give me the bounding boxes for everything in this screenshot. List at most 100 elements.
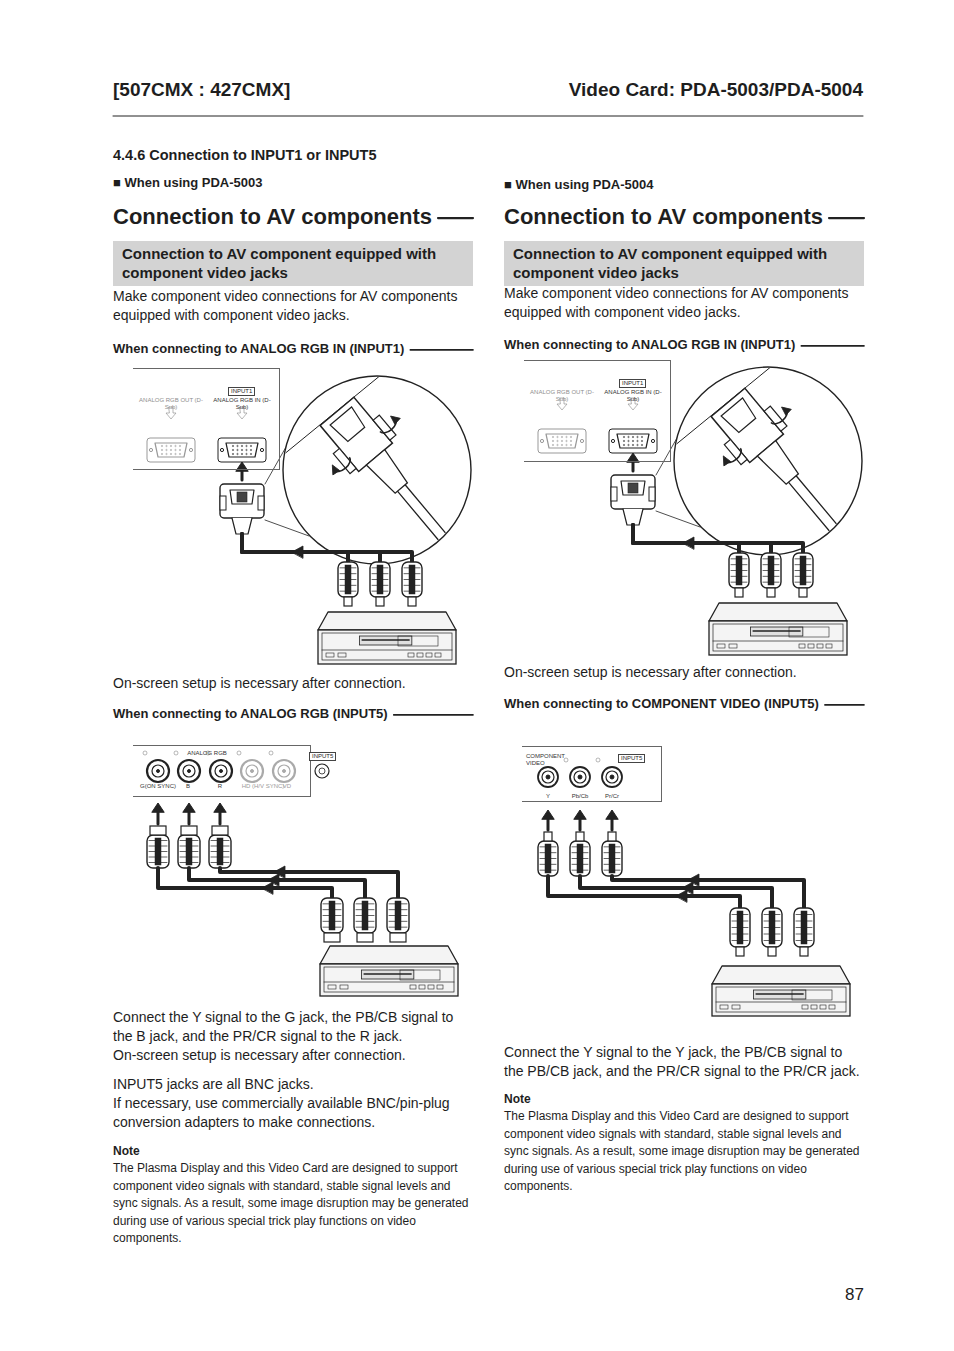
dsub-pin (232, 453, 233, 454)
vcr-button (799, 644, 805, 648)
dsub-pin (246, 449, 247, 450)
jack-panel: ANALOG RGB OUT (D-Sub)ANALOG RGB IN (D-S… (133, 368, 280, 470)
dsub-screw (220, 496, 226, 510)
heading-text: When connecting to COMPONENT VIDEO (INPU… (504, 695, 819, 713)
dsub-port (609, 429, 657, 453)
bnc-jack-inner (152, 765, 164, 777)
dsub-pin (166, 453, 167, 454)
cable (633, 525, 803, 553)
rca-tip (576, 832, 584, 841)
plug-stripe (800, 556, 806, 585)
vcr-button (328, 985, 336, 989)
dsub-boot (232, 518, 252, 534)
dsub-screw (611, 439, 614, 442)
dsub-pin (250, 453, 251, 454)
rca-plug (338, 562, 358, 597)
dsub-plug-shell (230, 490, 254, 504)
vcr-bezel (324, 967, 454, 992)
jack-label: R (209, 783, 231, 790)
heading-rule (829, 217, 864, 219)
dsub-pin (246, 445, 247, 446)
body-text: On-screen setup is necessary after conne… (113, 674, 473, 693)
body-text: Make component video connections for AV … (504, 284, 864, 322)
bnc-plug (387, 898, 409, 933)
dsub-pin (246, 453, 247, 454)
vcr-button (829, 1005, 835, 1009)
bnc-collar (150, 826, 166, 835)
cable-arrow (268, 874, 279, 886)
dsub-pin (161, 453, 162, 454)
dsub-screw (260, 448, 263, 451)
vcr-bezel (716, 987, 846, 1012)
cable (242, 534, 412, 562)
bnc-jack (210, 760, 232, 782)
vcr-strip (713, 641, 843, 642)
dsub-pin (628, 444, 629, 445)
rca-tip (608, 832, 616, 841)
bnc-plug (147, 835, 169, 868)
rca-plug (570, 841, 590, 876)
body-text: On-screen setup is necessary after conne… (504, 663, 864, 682)
jack-label: G(ON SYNC) (133, 783, 183, 790)
cable-arrow (274, 866, 285, 878)
vcr-button (826, 644, 832, 648)
rca-jack (602, 767, 622, 787)
plug-stripe (362, 901, 368, 930)
plug-stripe (329, 901, 335, 930)
small-jack-inner (319, 768, 325, 774)
rca-tip (735, 588, 743, 597)
heading-text: ■ When using PDA-5004 (504, 176, 653, 194)
panel-screw (596, 758, 600, 762)
vcr-slot-line (753, 630, 800, 632)
rca-plug (730, 908, 750, 947)
dsub-plug-shell (621, 481, 645, 495)
input-tag: INPUT5 (618, 754, 645, 763)
dsub-pin (566, 444, 567, 445)
vcr-strip (324, 982, 454, 983)
input-name: INPUT5 (312, 753, 333, 760)
vcr-display (789, 627, 829, 637)
cable (220, 868, 398, 898)
vcr-button (408, 653, 414, 657)
dsub-shell (546, 434, 578, 448)
vcr-button (428, 985, 434, 989)
magnifier (283, 376, 471, 564)
vcr-button (811, 1005, 817, 1009)
jack-label: ANALOG RGB IN (D-Sub) (601, 389, 665, 403)
bnc-collar (324, 933, 340, 942)
vcr-top (712, 966, 850, 984)
panel-screw (143, 751, 147, 755)
vcr-button (437, 985, 443, 989)
jack-label: Pr/Cr (598, 793, 626, 800)
rca-tip (767, 588, 775, 597)
plug-stripe (377, 565, 383, 594)
vcr-button (820, 1005, 826, 1009)
plug-stripe (155, 838, 161, 865)
dsub-screw (649, 487, 655, 501)
rca-tip (376, 597, 384, 606)
body-text: Connect the Y signal to the G jack, the … (113, 1008, 473, 1046)
bnc-plug (209, 835, 231, 868)
heading-rule (825, 704, 864, 706)
vcr-slot-line (756, 993, 803, 995)
bnc-pin (220, 770, 223, 773)
vcr-front (318, 630, 456, 664)
dsub-pin (237, 449, 238, 450)
bnc-plug (321, 898, 343, 933)
plug-stripe (395, 901, 401, 930)
dsub-pin (557, 440, 558, 441)
dsub-port (538, 429, 586, 453)
vcr-top (320, 946, 458, 964)
jack-label: Pb/Cb (566, 793, 594, 800)
heading-band: Connection to AV component equipped with… (113, 241, 473, 286)
vcr-button (326, 653, 334, 657)
body-text: The Plasma Display and this Video Card a… (504, 1108, 862, 1196)
vcr-display (400, 970, 440, 980)
cable (242, 534, 348, 562)
plug-detail (721, 398, 758, 434)
bnc-plug (354, 898, 376, 933)
plug-detail (330, 407, 367, 443)
vcr-slot-line (364, 973, 411, 975)
dsub-pin (170, 445, 171, 446)
bnc-jack (147, 760, 169, 782)
